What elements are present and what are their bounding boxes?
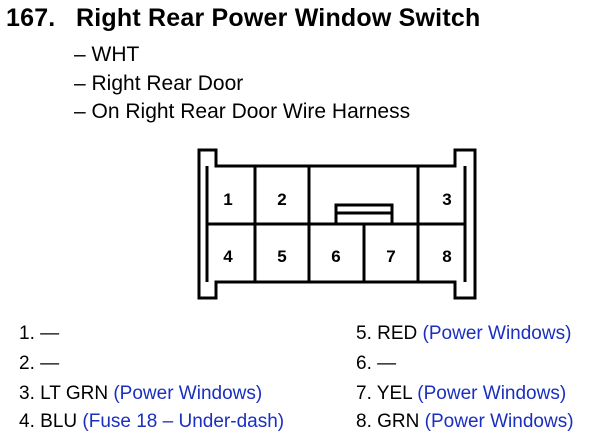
legend-wire: RED — [377, 323, 418, 344]
legend-note: (Power Windows) — [113, 383, 263, 404]
legend-row-pin-8: 8. GRN (Power Windows) — [356, 411, 574, 433]
pin-label: 5 — [277, 247, 286, 266]
legend-row-pin-4: 4. BLU (Fuse 18 – Under-dash) — [19, 411, 284, 433]
pin-label: 6 — [331, 247, 340, 266]
legend-number: 5. — [356, 323, 372, 344]
legend-wire: YEL — [376, 383, 413, 404]
legend-wire: — — [40, 323, 60, 344]
legend-wire: — — [40, 353, 60, 374]
detail-location: – Right Rear Door — [74, 72, 244, 95]
legend-wire: LT GRN — [40, 383, 109, 404]
heading-title: Right Rear Power Window Switch — [76, 4, 481, 32]
legend-number: 8. — [356, 411, 372, 432]
legend-wire: — — [377, 353, 397, 374]
connector-outline — [197, 148, 477, 300]
legend-number: 1. — [19, 323, 35, 344]
legend-number: 2. — [19, 353, 35, 374]
legend-number: 6. — [356, 353, 372, 374]
legend-note: (Fuse 18 – Under-dash) — [82, 411, 285, 432]
heading-number: 167. — [6, 4, 56, 32]
detail-harness: – On Right Rear Door Wire Harness — [74, 100, 411, 123]
legend-row-pin-1: 1. — — [19, 323, 59, 345]
legend-number: 7. — [356, 383, 372, 404]
legend-wire: BLU — [40, 411, 78, 432]
legend-note: (Power Windows) — [417, 383, 567, 404]
legend-row-pin-5: 5. RED (Power Windows) — [356, 323, 571, 345]
legend-row-pin-3: 3. LT GRN (Power Windows) — [19, 383, 262, 405]
legend-number: 4. — [19, 411, 35, 432]
detail-color: – WHT — [74, 43, 140, 66]
pin-label: 7 — [386, 247, 395, 266]
pin-label: 4 — [223, 247, 233, 266]
legend-number: 3. — [19, 383, 35, 404]
legend-row-pin-2: 2. — — [19, 353, 59, 375]
pin-label: 1 — [223, 190, 232, 209]
pin-label: 3 — [442, 190, 451, 209]
legend-row-pin-6: 6. — — [356, 353, 396, 375]
legend-note: (Power Windows) — [424, 411, 574, 432]
pin-label: 8 — [442, 247, 451, 266]
legend-wire: GRN — [377, 411, 420, 432]
legend-note: (Power Windows) — [422, 323, 572, 344]
legend-row-pin-7: 7. YEL (Power Windows) — [356, 383, 566, 405]
page-title: 167. Right Rear Power Window Switch — [6, 4, 480, 33]
pin-label: 2 — [277, 190, 286, 209]
